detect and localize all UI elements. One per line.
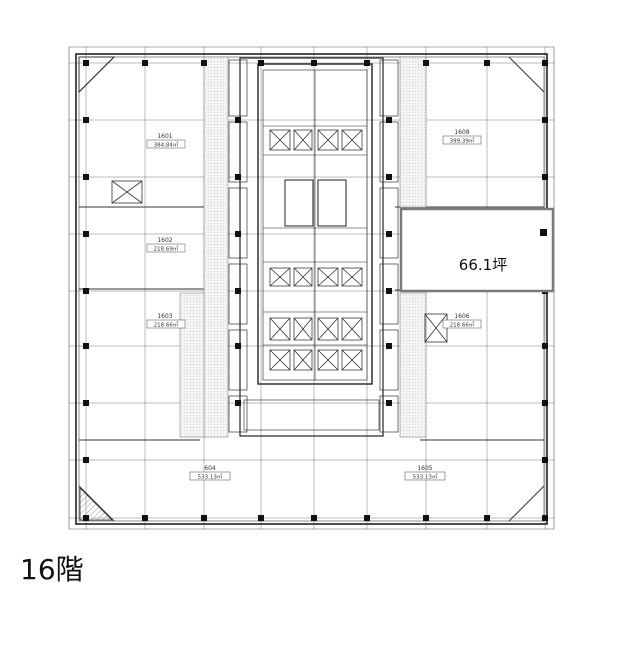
- column-marker: [83, 515, 89, 521]
- column-marker: [542, 60, 548, 66]
- svg-text:1605: 1605: [417, 465, 432, 472]
- elevator-cars: [269, 129, 363, 371]
- column-marker: [386, 400, 392, 406]
- corner-braces: [78, 56, 545, 522]
- floor-label: 16階: [20, 553, 84, 586]
- column-marker: [542, 515, 548, 521]
- column-marker: [201, 515, 207, 521]
- column-marker: [423, 60, 429, 66]
- svg-text:218.66㎡: 218.66㎡: [450, 321, 475, 329]
- column-marker: [235, 343, 241, 349]
- unit-label-1608: 1608 399.39㎡: [442, 129, 482, 145]
- equipment-marks: [111, 180, 448, 343]
- column-marker: [83, 231, 89, 237]
- column-marker: [386, 343, 392, 349]
- column-marker: [542, 174, 548, 180]
- column-marker: [386, 174, 392, 180]
- svg-text:1601: 1601: [157, 133, 172, 140]
- column-marker: [142, 60, 148, 66]
- unit-label-1602: 1602 218.69㎡: [146, 237, 186, 253]
- svg-text:1606: 1606: [454, 313, 469, 320]
- column-marker: [235, 174, 241, 180]
- column-marker: [423, 515, 429, 521]
- floor-plan: 1601 384.84㎡ 1602 218.69㎡ 1603 218.66㎡ 6…: [68, 46, 555, 530]
- column-marker: [386, 288, 392, 294]
- column-marker: [83, 288, 89, 294]
- side-shafts: [228, 59, 399, 433]
- unit-label-1601: 1601 384.84㎡: [146, 133, 186, 149]
- column-marker: [83, 174, 89, 180]
- column-marker: [484, 515, 490, 521]
- column-marker: [258, 515, 264, 521]
- svg-text:1603: 1603: [157, 313, 172, 320]
- svg-text:1602: 1602: [157, 237, 172, 244]
- column-marker: [542, 457, 548, 463]
- structural-columns: [83, 60, 548, 521]
- column-marker: [83, 117, 89, 123]
- column-marker: [235, 231, 241, 237]
- svg-text:384.84㎡: 384.84㎡: [154, 141, 179, 149]
- central-core: [239, 57, 384, 437]
- column-marker: [311, 60, 317, 66]
- svg-text:399.39㎡: 399.39㎡: [450, 137, 475, 145]
- unit-label-1606: 1606 218.66㎡: [442, 313, 482, 329]
- column-marker: [484, 60, 490, 66]
- column-marker: [364, 515, 370, 521]
- column-marker: [235, 400, 241, 406]
- available-unit-highlight[interactable]: 66.1坪: [399, 207, 555, 293]
- column-marker: [235, 288, 241, 294]
- column-marker: [235, 117, 241, 123]
- column-marker: [364, 60, 370, 66]
- column-marker: [83, 60, 89, 66]
- column-marker: [311, 515, 317, 521]
- column-marker: [386, 117, 392, 123]
- unit-label-1604: 604 533.13㎡: [189, 465, 231, 481]
- column-marker: [542, 117, 548, 123]
- column-marker: [83, 343, 89, 349]
- available-unit-area: 66.1坪: [459, 256, 507, 274]
- svg-text:533.13㎡: 533.13㎡: [413, 473, 438, 481]
- column-marker: [201, 60, 207, 66]
- svg-text:1608: 1608: [454, 129, 469, 136]
- corner-hatch: [79, 487, 113, 521]
- svg-text:218.69㎡: 218.69㎡: [154, 245, 179, 253]
- column-marker: [258, 60, 264, 66]
- column-marker: [386, 231, 392, 237]
- shaft-zones: [179, 56, 427, 438]
- column-marker: [542, 400, 548, 406]
- svg-text:533.13㎡: 533.13㎡: [198, 473, 223, 481]
- unit-label-1605: 1605 533.13㎡: [404, 465, 446, 481]
- column-marker: [83, 400, 89, 406]
- svg-text:218.66㎡: 218.66㎡: [154, 321, 179, 329]
- column-marker: [542, 343, 548, 349]
- unit-label-1603: 1603 218.66㎡: [146, 313, 186, 329]
- column-marker: [142, 515, 148, 521]
- svg-text:604: 604: [204, 465, 216, 472]
- column-marker: [83, 457, 89, 463]
